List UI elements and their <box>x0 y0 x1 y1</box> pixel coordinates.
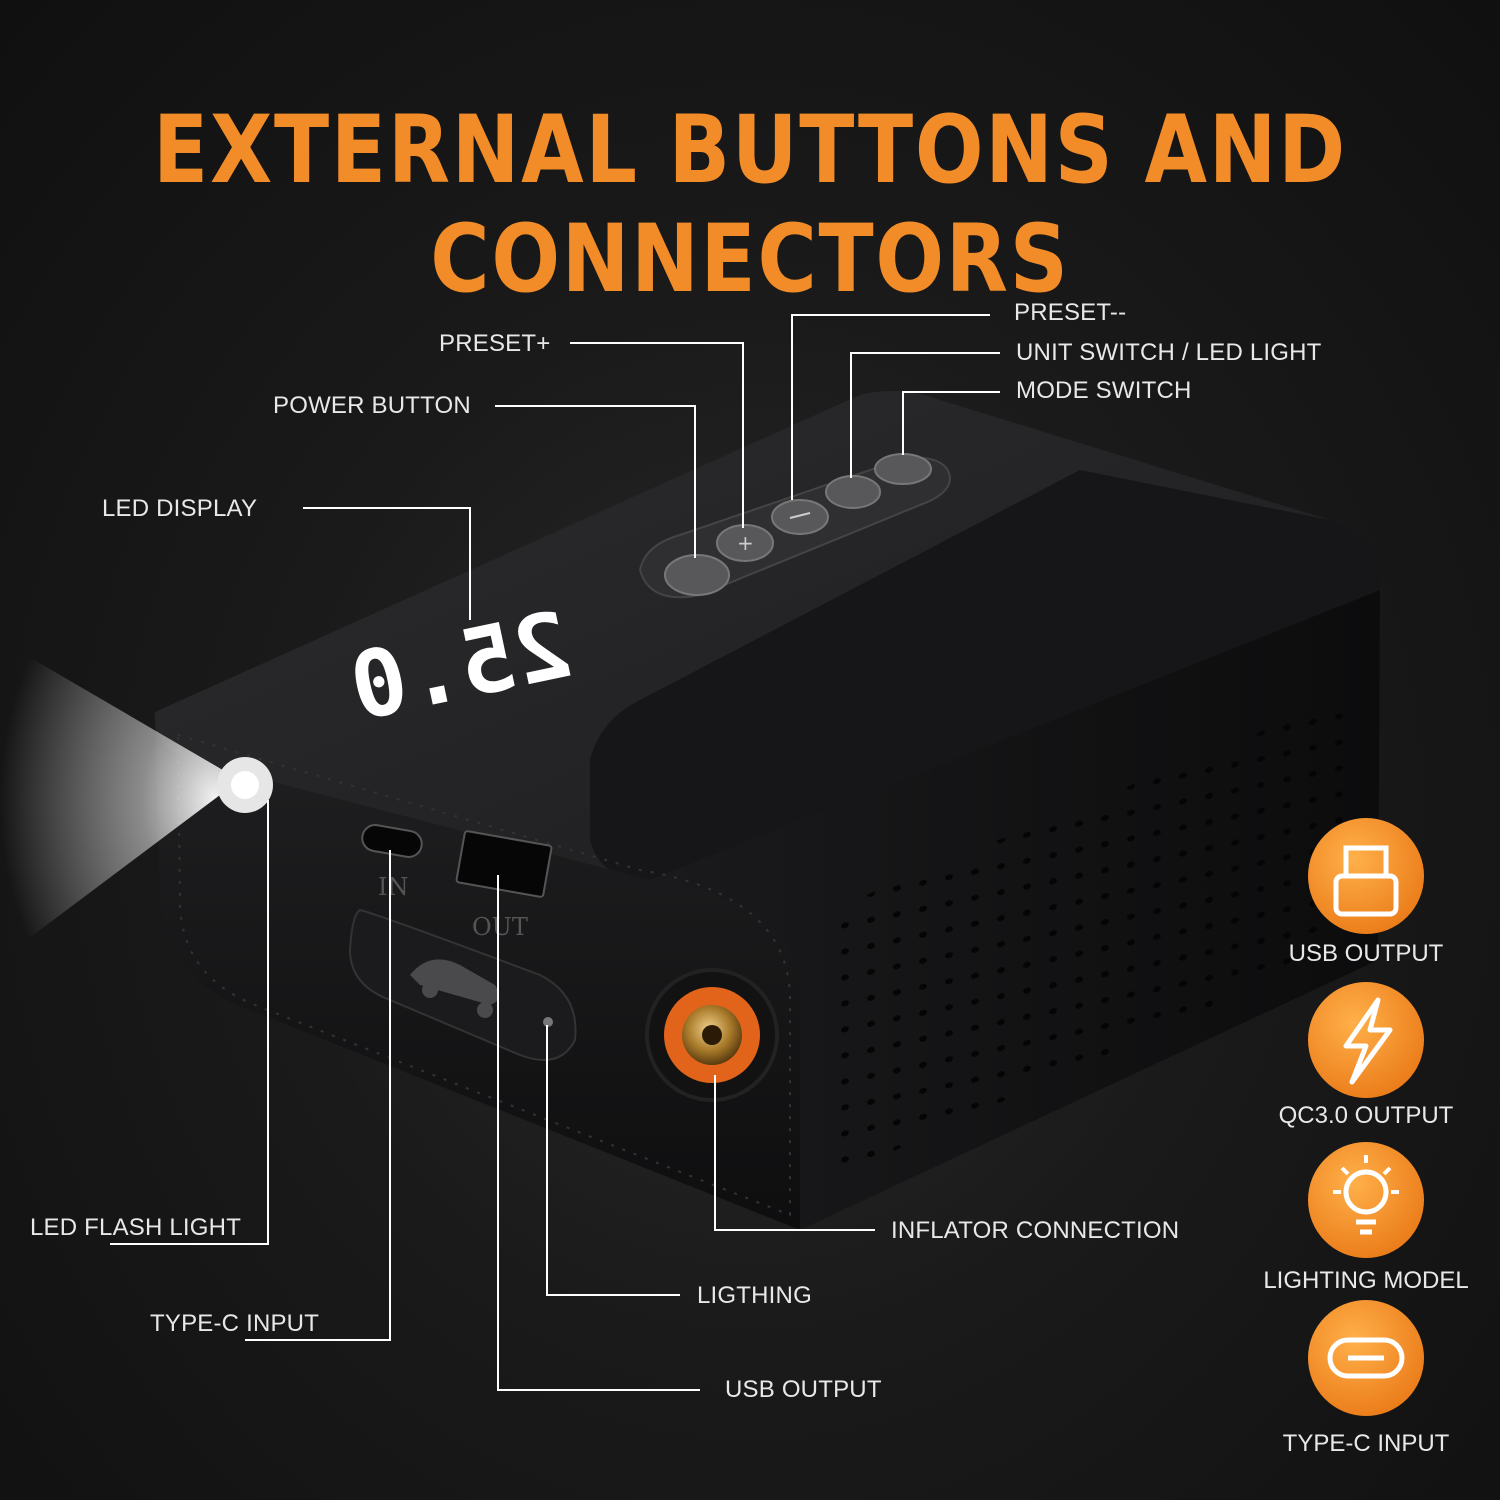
callout-lighthing: LIGTHING <box>697 1282 812 1309</box>
usb-plug-icon <box>1308 818 1424 934</box>
light-bulb-icon <box>1308 1142 1424 1258</box>
preset-minus-button <box>771 499 829 535</box>
usb-port <box>455 830 553 898</box>
feature-label-qc3-output: QC3.0 OUTPUT <box>1278 1102 1454 1129</box>
feature-label-lighting-model: LIGHTING MODEL <box>1263 1267 1469 1294</box>
callout-preset-minus: PRESET-- <box>1014 299 1127 326</box>
port-label-out: OUT <box>472 913 528 941</box>
mode-switch-button <box>874 453 932 485</box>
callout-usb-output: USB OUTPUT <box>725 1376 882 1403</box>
device-top-cover <box>590 470 1381 880</box>
callout-unit-switch: UNIT SWITCH / LED LIGHT <box>1016 339 1322 366</box>
svg-text:+: + <box>737 531 754 555</box>
lightning-icon <box>1308 982 1424 1098</box>
callout-preset-plus: PRESET+ <box>439 330 551 357</box>
feature-label-usb-output: USB OUTPUT <box>1288 940 1444 967</box>
preset-plus-button <box>716 524 774 562</box>
callout-inflator-connection: INFLATOR CONNECTION <box>891 1217 1180 1244</box>
page-title: EXTERNAL BUTTONS AND CONNECTORS <box>153 96 1347 314</box>
inflator-connector <box>645 968 779 1102</box>
feature-label-type-c-input: TYPE-C INPUT <box>1282 1430 1450 1457</box>
callout-power-button: POWER BUTTON <box>273 392 471 419</box>
port-label-in: IN <box>378 873 408 901</box>
callout-led-display: LED DISPLAY <box>102 495 258 522</box>
callout-lines <box>110 314 1000 1391</box>
flashlight-beam <box>0 640 240 960</box>
power-button <box>664 554 730 596</box>
callout-led-flash-light: LED FLASH LIGHT <box>30 1214 242 1241</box>
callout-mode-switch: MODE SWITCH <box>1016 377 1192 404</box>
button-panel: + <box>638 453 952 599</box>
callout-type-c-input: TYPE-C INPUT <box>150 1310 320 1337</box>
type-c-port-icon <box>1308 1300 1424 1416</box>
unit-switch-button <box>825 475 881 509</box>
